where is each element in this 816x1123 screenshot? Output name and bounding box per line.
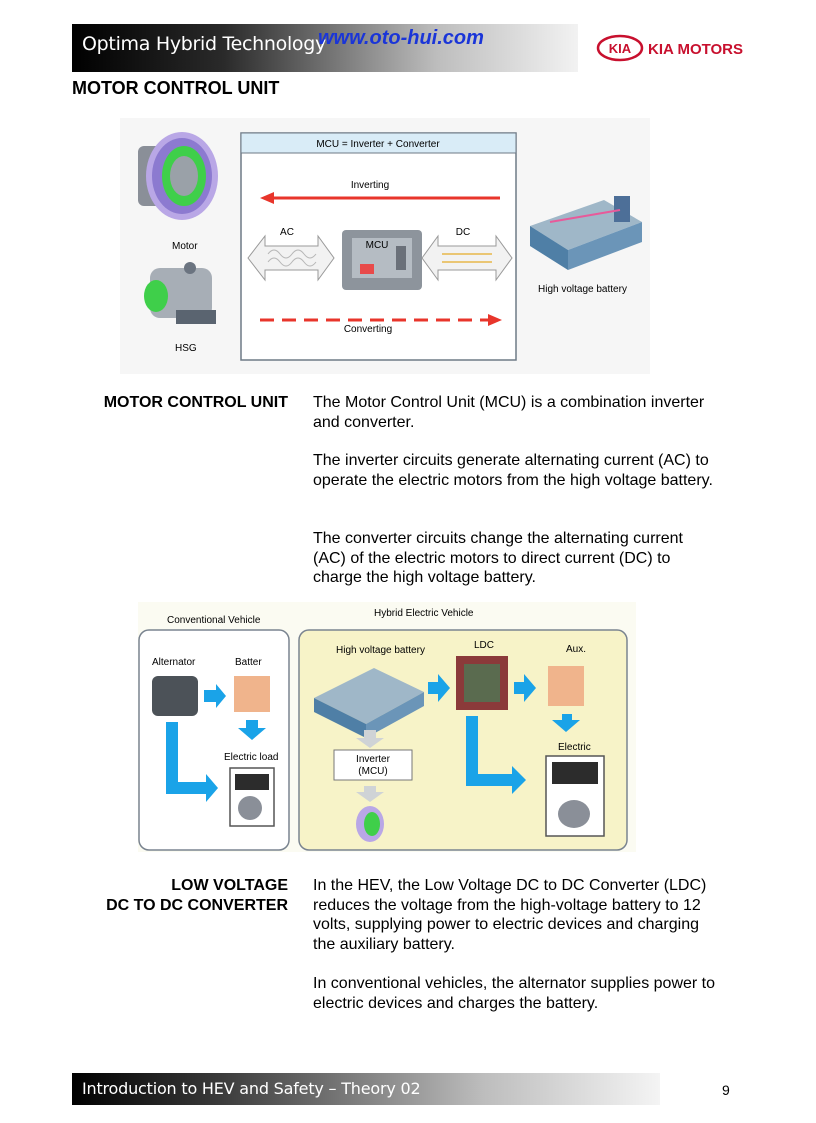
dc-label: DC xyxy=(456,227,470,238)
hsg-illustration xyxy=(144,262,216,324)
mcu-label: MCU xyxy=(366,240,389,251)
ldc-label: LDC xyxy=(474,640,494,651)
electric-load-label: Electric load xyxy=(224,752,278,763)
motor-label: Motor xyxy=(172,241,198,252)
hsg-label: HSG xyxy=(175,343,197,354)
motor-illustration xyxy=(138,132,218,220)
ac-label: AC xyxy=(280,227,294,238)
mcu-paragraph-1: The Motor Control Unit (MCU) is a combin… xyxy=(313,393,718,432)
motor-illustration-small xyxy=(356,806,384,842)
aux-battery-illustration xyxy=(548,666,584,706)
kia-brand-text: KIA MOTORS xyxy=(648,41,743,58)
mcu-illustration xyxy=(342,230,422,290)
inverting-label: Inverting xyxy=(351,180,389,191)
electric-label: Electric xyxy=(558,742,591,753)
website-url[interactable]: www.oto-hui.com xyxy=(318,27,484,50)
battery-label: High voltage battery xyxy=(538,284,627,295)
section-label-ldc-line2: DC TO DC CONVERTER xyxy=(68,896,288,916)
document-title: Optima Hybrid Technology xyxy=(82,33,326,55)
kia-logo-text: KIA xyxy=(609,41,632,56)
section-label-mcu: MOTOR CONTROL UNIT xyxy=(68,393,288,413)
ldc-paragraph-1: In the HEV, the Low Voltage DC to DC Con… xyxy=(313,876,718,954)
mcu-paragraph-2: The inverter circuits generate alternati… xyxy=(313,451,718,490)
mcu-diagram: Motor HSG MCU = Inverter + Converter Inv… xyxy=(120,118,650,374)
inverter-label-line2: (MCU) xyxy=(358,766,387,777)
aux-label: Aux. xyxy=(566,644,586,655)
converting-label: Converting xyxy=(344,324,392,335)
mcu-box-title: MCU = Inverter + Converter xyxy=(316,139,440,150)
battery-illustration xyxy=(530,196,642,270)
ldc-diagram: Conventional Vehicle Alternator Batter E… xyxy=(138,602,636,852)
ldc-paragraph-2: In conventional vehicles, the alternator… xyxy=(313,974,718,1013)
alternator-illustration xyxy=(152,676,198,716)
battery-illustration-conv xyxy=(234,676,270,712)
page-number: 9 xyxy=(722,1082,730,1098)
section-label-ldc-line1: LOW VOLTAGE xyxy=(68,876,288,896)
hybrid-title: Hybrid Electric Vehicle xyxy=(374,608,474,619)
alternator-label: Alternator xyxy=(152,657,196,668)
page-heading: MOTOR CONTROL UNIT xyxy=(72,78,279,99)
conventional-title: Conventional Vehicle xyxy=(167,615,261,626)
hv-battery-label: High voltage battery xyxy=(336,645,425,656)
footer-text: Introduction to HEV and Safety – Theory … xyxy=(82,1079,420,1098)
mcu-paragraph-3: The converter circuits change the altern… xyxy=(313,529,718,588)
kia-motors-logo: KIA KIA MOTORS xyxy=(596,33,746,63)
inverter-label-line1: Inverter xyxy=(356,754,391,765)
battery-label-conv: Batter xyxy=(235,657,262,668)
